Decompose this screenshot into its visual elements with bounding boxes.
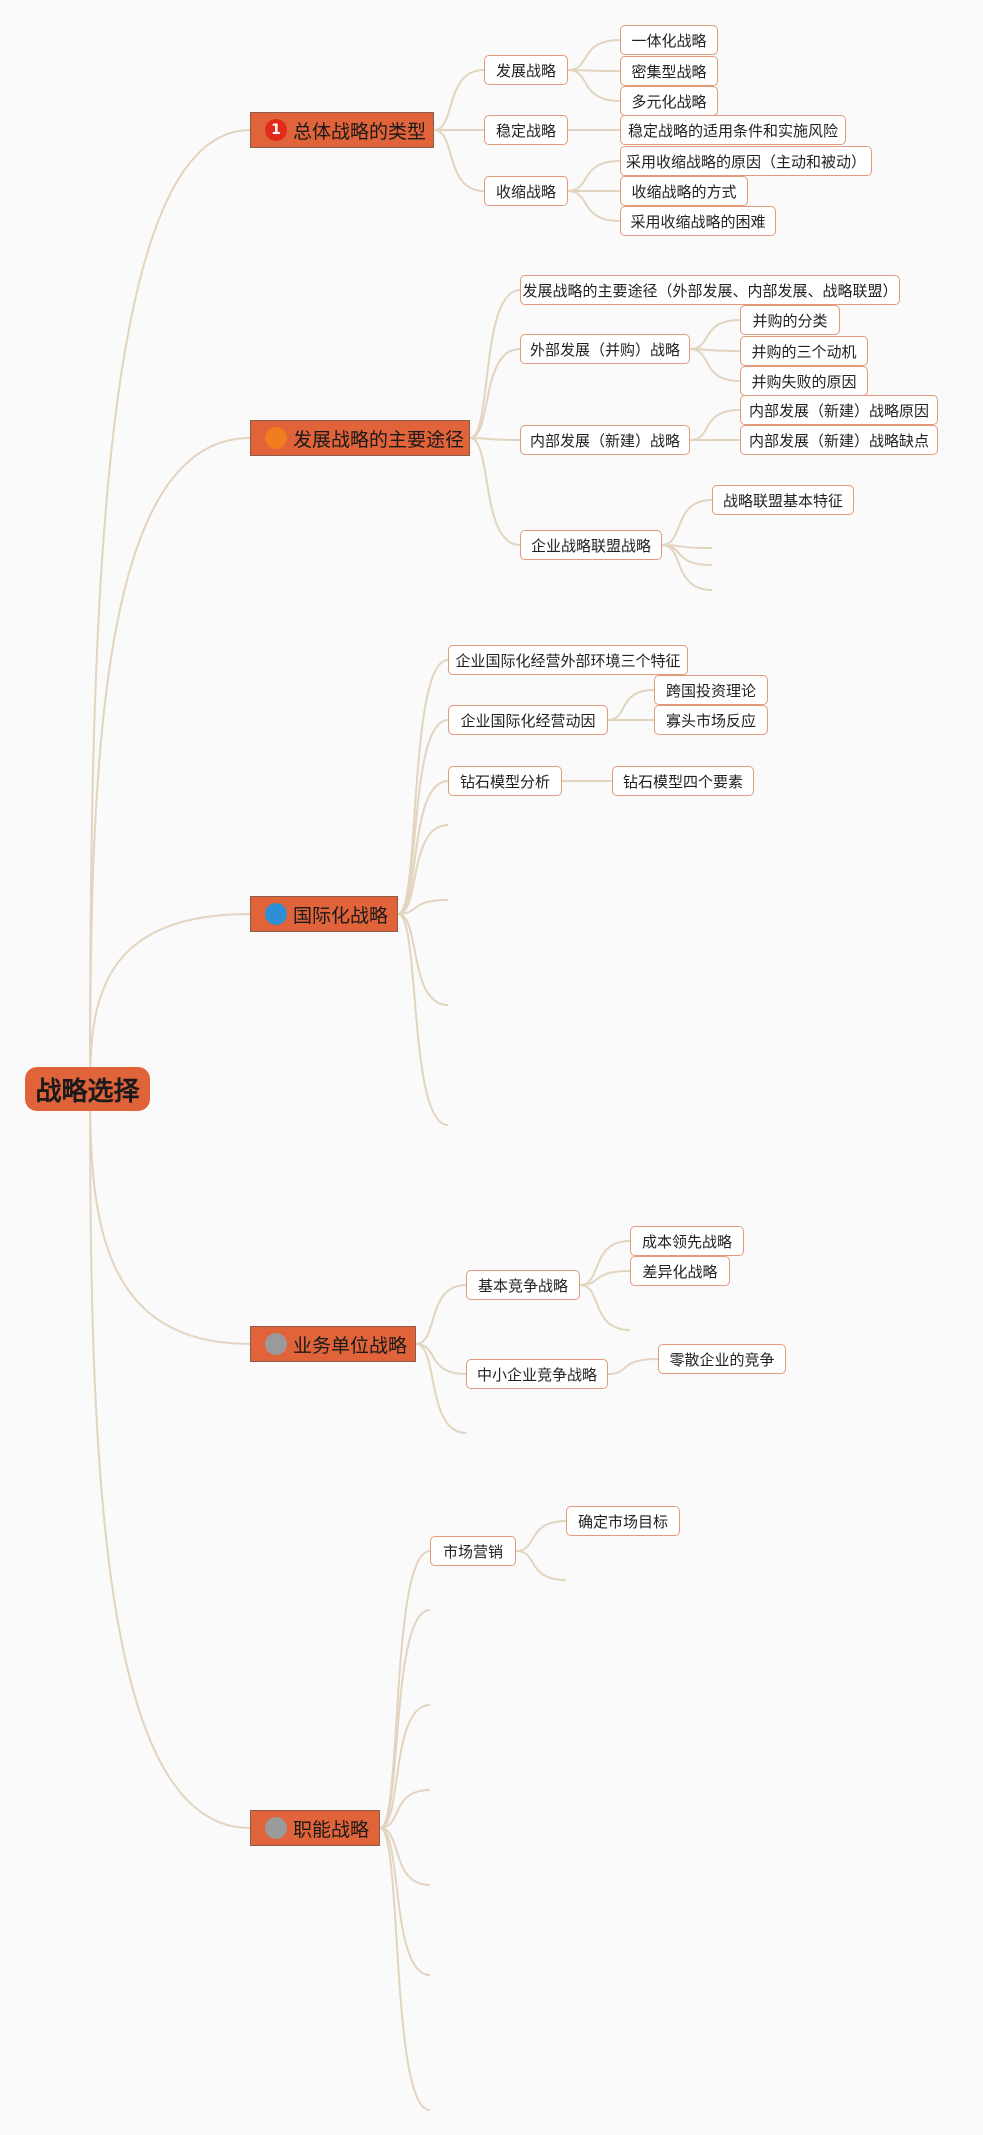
root-connector-line <box>89 437 251 1090</box>
branch-connector-line <box>433 129 485 192</box>
root-connector-line <box>89 129 251 1090</box>
topic-oligopoly-reaction[interactable]: 寡头市场反应 <box>654 705 768 735</box>
branch-connector-line <box>397 719 449 915</box>
branch-connector-line <box>689 409 741 441</box>
branch-connector-line <box>415 1343 467 1375</box>
empty-branch-line <box>379 1827 431 1886</box>
empty-branch-line <box>397 913 449 1006</box>
branch-connector-line <box>567 69 621 102</box>
section-label: 总体战略的类型 <box>293 120 427 143</box>
priority-5-icon <box>265 1817 287 1839</box>
topic-intl-environment-features[interactable]: 企业国际化经营外部环境三个特征 <box>448 645 688 675</box>
root-connector-line <box>89 1088 251 1345</box>
branch-connector-line <box>567 190 621 222</box>
section-label: 业务单位战略 <box>293 1334 408 1357</box>
branch-connector-line <box>689 319 741 350</box>
topic-stability-conditions-risks[interactable]: 稳定战略的适用条件和实施风险 <box>620 115 846 145</box>
root-connector-line <box>89 1088 251 1829</box>
priority-4-icon <box>265 1333 287 1355</box>
root-connector-line <box>89 913 251 1090</box>
topic-diversification-strategy[interactable]: 多元化战略 <box>620 86 718 116</box>
branch-connector-line <box>689 348 741 382</box>
topic-fdi-theory[interactable]: 跨国投资理论 <box>654 675 768 705</box>
section-business-unit-strategy[interactable]: 业务单位战略 <box>250 1326 416 1362</box>
topic-differentiation[interactable]: 差异化战略 <box>630 1256 730 1286</box>
topic-marketing[interactable]: 市场营销 <box>430 1536 516 1566</box>
topic-cost-leadership[interactable]: 成本领先战略 <box>630 1226 744 1256</box>
topic-internal-development[interactable]: 内部发展（新建）战略 <box>520 425 690 455</box>
topic-retrenchment-methods[interactable]: 收缩战略的方式 <box>620 176 748 206</box>
section-overall-strategy-types[interactable]: 1 总体战略的类型 <box>250 112 434 148</box>
root-node[interactable]: 战略选择 <box>25 1067 150 1111</box>
branch-connector-line <box>661 499 713 546</box>
section-internationalization[interactable]: 国际化战略 <box>250 896 398 932</box>
empty-branch-line <box>379 1827 431 2111</box>
topic-internal-development-reasons[interactable]: 内部发展（新建）战略原因 <box>740 395 938 425</box>
branch-connector-line <box>567 160 621 192</box>
branch-connector-line <box>515 1520 567 1552</box>
topic-ma-three-motives[interactable]: 并购的三个动机 <box>740 336 868 366</box>
topic-stability-strategy[interactable]: 稳定战略 <box>484 115 568 145</box>
topic-ma-failure-reasons[interactable]: 并购失败的原因 <box>740 366 868 396</box>
branch-connector-line <box>397 780 449 915</box>
empty-branch-line <box>515 1550 567 1581</box>
topic-alliance-features[interactable]: 战略联盟基本特征 <box>712 485 854 515</box>
priority-1-icon: 1 <box>265 119 287 141</box>
empty-branch-line <box>397 899 449 915</box>
section-label: 国际化战略 <box>293 904 389 927</box>
branch-connector-line <box>415 1284 467 1345</box>
branch-connector-line <box>379 1550 431 1829</box>
empty-branch-line <box>379 1609 431 1829</box>
section-label: 发展战略的主要途径 <box>293 428 465 451</box>
topic-diamond-four-elements[interactable]: 钻石模型四个要素 <box>612 766 754 796</box>
branch-connector-line <box>579 1270 631 1286</box>
branch-connector-line <box>433 69 485 131</box>
topic-development-main-paths[interactable]: 发展战略的主要途径（外部发展、内部发展、战略联盟） <box>520 275 900 305</box>
priority-3-icon <box>265 903 287 925</box>
topic-integration-strategy[interactable]: 一体化战略 <box>620 25 718 55</box>
topic-strategic-alliance[interactable]: 企业战略联盟战略 <box>520 530 662 560</box>
empty-branch-line <box>415 1343 467 1434</box>
topic-intensive-strategy[interactable]: 密集型战略 <box>620 56 718 86</box>
topic-retrenchment-reasons[interactable]: 采用收缩战略的原因（主动和被动） <box>620 146 872 176</box>
empty-branch-line <box>579 1284 631 1331</box>
branch-connector-line <box>607 689 655 721</box>
topic-intl-motives[interactable]: 企业国际化经营动因 <box>448 705 608 735</box>
section-functional-strategy[interactable]: 职能战略 <box>250 1810 380 1846</box>
empty-branch-line <box>661 544 713 591</box>
topic-external-development-ma[interactable]: 外部发展（并购）战略 <box>520 334 690 364</box>
section-development-paths[interactable]: 发展战略的主要途径 <box>250 420 470 456</box>
empty-branch-line <box>379 1827 431 1976</box>
branch-connector-line <box>567 39 621 71</box>
branch-connector-line <box>469 437 521 546</box>
topic-fragmented-industry[interactable]: 零散企业的竞争 <box>658 1344 786 1374</box>
topic-ma-classification[interactable]: 并购的分类 <box>740 305 840 335</box>
topic-generic-competitive-strategy[interactable]: 基本竞争战略 <box>466 1270 580 1300</box>
topic-target-market[interactable]: 确定市场目标 <box>566 1506 680 1536</box>
topic-development-strategy[interactable]: 发展战略 <box>484 55 568 85</box>
branch-connector-line <box>469 289 521 439</box>
branch-connector-line <box>607 1358 659 1375</box>
empty-branch-line <box>397 913 449 1126</box>
priority-2-icon <box>265 427 287 449</box>
topic-retrenchment-difficulties[interactable]: 采用收缩战略的困难 <box>620 206 776 236</box>
empty-branch-line <box>379 1789 431 1829</box>
empty-branch-line <box>397 824 449 915</box>
topic-diamond-model[interactable]: 钻石模型分析 <box>448 766 562 796</box>
topic-sme-competition[interactable]: 中小企业竞争战略 <box>466 1359 608 1389</box>
topic-internal-development-drawbacks[interactable]: 内部发展（新建）战略缺点 <box>740 425 938 455</box>
section-label: 职能战略 <box>293 1818 370 1841</box>
branch-connector-line <box>397 659 449 915</box>
branch-connector-line <box>579 1240 631 1286</box>
topic-retrenchment-strategy[interactable]: 收缩战略 <box>484 176 568 206</box>
empty-branch-line <box>379 1704 431 1829</box>
branch-connector-line <box>469 437 521 441</box>
branch-connector-line <box>469 348 521 439</box>
